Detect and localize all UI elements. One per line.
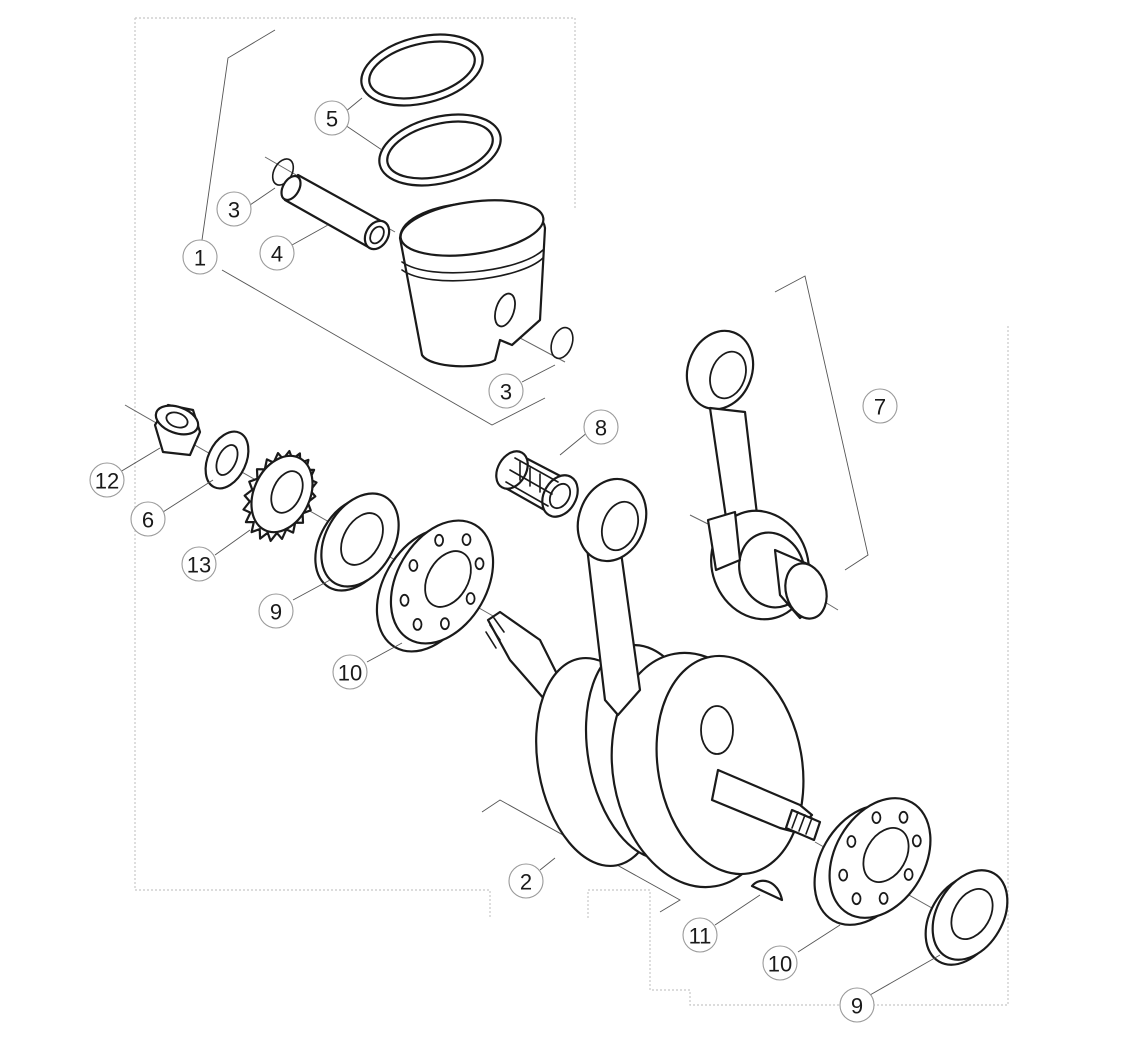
callout-13: 13 [181, 546, 217, 582]
svg-text:4: 4 [271, 242, 283, 267]
main-bearing-left [375, 519, 495, 653]
nut [153, 403, 202, 457]
svg-text:9: 9 [851, 994, 863, 1019]
svg-text:8: 8 [595, 416, 607, 441]
leader-lines [119, 97, 941, 996]
bearing-hole [871, 811, 882, 824]
svg-text:12: 12 [95, 469, 119, 494]
bearing-hole [838, 868, 849, 882]
callout-1: 1 [182, 239, 218, 275]
drive-gear [242, 450, 318, 543]
bearing-hole [461, 533, 472, 546]
callout-3-upper: 3 [216, 191, 252, 227]
callout-12: 12 [89, 462, 125, 498]
piston [398, 199, 547, 368]
group-1-bracket [201, 29, 546, 426]
svg-text:2: 2 [520, 870, 532, 895]
oil-seal-right [924, 869, 1009, 966]
connecting-rod-on-crank [576, 477, 648, 717]
svg-text:6: 6 [142, 508, 154, 533]
piston-pin [280, 173, 391, 251]
woodruff-key [750, 879, 784, 902]
svg-text:5: 5 [326, 107, 338, 132]
bearing-hole [846, 835, 857, 848]
bearing-hole [439, 617, 450, 631]
dotted-frame [134, 17, 1009, 1006]
bearing-hole [408, 559, 419, 572]
bearing-hole [903, 868, 914, 881]
bearing-hole [412, 618, 423, 631]
main-bearing-right [813, 797, 932, 926]
callout-11: 11 [682, 917, 718, 953]
svg-text:7: 7 [874, 395, 886, 420]
callout-2: 2 [508, 863, 544, 899]
connecting-rod-assembly [685, 329, 828, 621]
piston-ring-upper [360, 33, 484, 107]
svg-text:10: 10 [768, 952, 792, 977]
callout-3-lower: 3 [488, 373, 524, 409]
svg-text:3: 3 [228, 198, 240, 223]
bearing-hole [474, 557, 485, 571]
callout-6: 6 [130, 501, 166, 537]
callout-10-left: 10 [332, 654, 368, 690]
callout-7: 7 [862, 388, 898, 424]
callout-5: 5 [314, 100, 350, 136]
washer [204, 430, 250, 490]
svg-text:1: 1 [194, 246, 206, 271]
circlip-right [550, 326, 574, 360]
svg-text:13: 13 [187, 553, 211, 578]
callout-10-right: 10 [762, 945, 798, 981]
callout-4: 4 [259, 235, 295, 271]
bearing-hole [911, 834, 922, 848]
svg-text:11: 11 [689, 924, 712, 949]
bearing-hole [898, 810, 909, 824]
bearing-hole [878, 892, 889, 905]
svg-text:9: 9 [270, 600, 282, 625]
piston-ring-lower [378, 113, 502, 187]
svg-text:10: 10 [338, 661, 362, 686]
crankshaft [485, 610, 822, 889]
bearing-hole [434, 533, 445, 547]
bearing-hole [851, 892, 862, 906]
svg-text:3: 3 [500, 380, 512, 405]
needle-bearing [495, 450, 579, 518]
bearing-hole [399, 593, 410, 607]
group-7-bracket [774, 275, 869, 571]
oil-seal-left [314, 492, 400, 592]
callout-9-right: 9 [839, 987, 875, 1023]
callout-9-left: 9 [258, 593, 294, 629]
callout-8: 8 [583, 409, 619, 445]
bearing-hole [465, 592, 476, 605]
